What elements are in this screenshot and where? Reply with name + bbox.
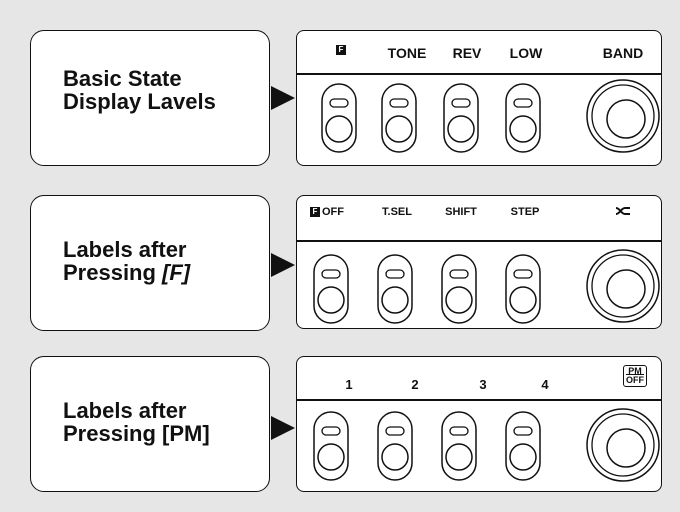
key-button-tone[interactable] (381, 83, 417, 153)
key-button-f[interactable] (321, 83, 357, 153)
button-panel: F TONE REV LOW BAND (296, 30, 662, 166)
label-off-text: OFF (322, 206, 344, 218)
panel-divider (297, 240, 661, 242)
caption-box: Basic State Display Lavels (30, 30, 270, 166)
caption-line-2-text: Display Lavels (63, 89, 216, 114)
label-band: BAND (602, 45, 644, 61)
panel-divider (297, 73, 661, 75)
caption-line-2-text: Pressing (63, 260, 163, 285)
panel-divider (297, 399, 661, 401)
dial-knob[interactable] (585, 78, 661, 154)
caption-text: Basic State Display Lavels (63, 67, 216, 113)
pointer-arrow (271, 416, 295, 440)
caption-line-1: Basic State (63, 66, 182, 91)
label-rev: REV (452, 45, 482, 61)
caption-line-1: Labels after (63, 398, 187, 423)
caption-line-2: Pressing [PM] (63, 422, 210, 445)
row-basic-state: Basic State Display Lavels F TONE REV LO… (0, 30, 680, 170)
dual-arrow-icon (615, 206, 631, 216)
key-button-1[interactable] (313, 411, 349, 481)
label-1: 1 (345, 377, 353, 392)
key-button-rev[interactable] (441, 254, 477, 324)
f-key-glyph: F (336, 45, 346, 55)
label-tone: TONE (387, 45, 427, 61)
key-button-rev[interactable] (443, 83, 479, 153)
key-button-4[interactable] (505, 411, 541, 481)
dial-knob[interactable] (585, 407, 661, 483)
caption-text: Labels after Pressing [F] (63, 238, 190, 284)
caption-line-2: Display Lavels (63, 90, 216, 113)
key-button-2[interactable] (377, 411, 413, 481)
label-2: 2 (411, 377, 419, 392)
caption-box: Labels after Pressing [F] (30, 195, 270, 331)
label-3: 3 (479, 377, 487, 392)
label-f-key: F (336, 45, 346, 55)
label-low: LOW (509, 45, 543, 61)
label-t-sel: T.SEL (382, 206, 412, 218)
key-button-low[interactable] (505, 83, 541, 153)
key-button-f[interactable] (313, 254, 349, 324)
label-4: 4 (541, 377, 549, 392)
label-shift: SHIFT (445, 206, 477, 218)
pointer-arrow (271, 86, 295, 110)
caption-text: Labels after Pressing [PM] (63, 399, 210, 445)
caption-line-2-text: Pressing [PM] (63, 421, 210, 446)
caption-box: Labels after Pressing [PM] (30, 356, 270, 492)
key-button-tone[interactable] (377, 254, 413, 324)
caption-line-2-emphasis: [F] (162, 260, 191, 285)
label-step: STEP (510, 206, 540, 218)
key-button-3[interactable] (441, 411, 477, 481)
pm-box-bottom: OFF (626, 374, 644, 385)
pm-box-top: PM (628, 366, 642, 376)
pointer-arrow (271, 253, 295, 277)
caption-line-1: Labels after (63, 237, 187, 262)
dial-knob[interactable] (585, 248, 661, 324)
key-button-low[interactable] (505, 254, 541, 324)
caption-line-2: Pressing [F] (63, 261, 190, 284)
f-key-glyph: F (310, 207, 320, 217)
